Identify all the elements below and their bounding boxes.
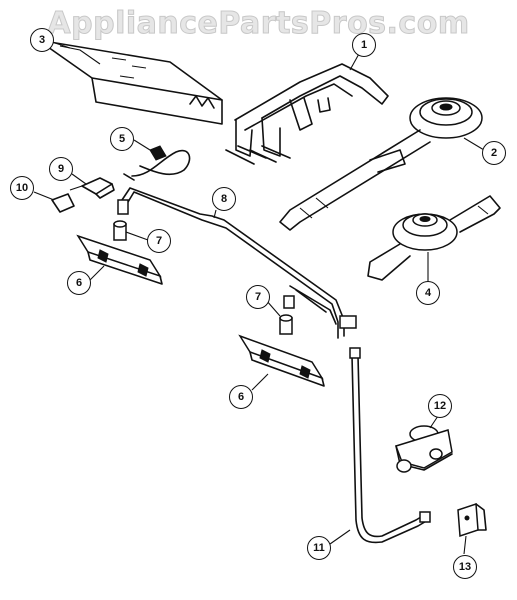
callout-1[interactable]: 1 <box>352 33 376 57</box>
callout-10[interactable]: 10 <box>10 176 34 200</box>
burner-bracket <box>37 39 223 125</box>
orifice-lower <box>279 314 293 335</box>
orifice-upper <box>113 220 127 241</box>
callout-7-lower[interactable]: 7 <box>246 285 270 309</box>
gas-line-tubing <box>117 187 357 339</box>
tube-fitting-mid <box>283 295 295 309</box>
callout-4[interactable]: 4 <box>416 281 440 305</box>
watermark-logo: AppliancePartsPros.com <box>47 6 470 42</box>
sensor-tube <box>123 145 191 181</box>
callout-6-lower[interactable]: 6 <box>229 385 253 409</box>
callout-3[interactable]: 3 <box>30 28 54 52</box>
callout-5[interactable]: 5 <box>110 127 134 151</box>
callout-8[interactable]: 8 <box>212 187 236 211</box>
valve-lower <box>238 334 325 387</box>
callout-11[interactable]: 11 <box>307 536 331 560</box>
callout-2[interactable]: 2 <box>482 141 506 165</box>
upper-burner <box>279 97 483 231</box>
callout-6-upper[interactable]: 6 <box>67 271 91 295</box>
leader-lines <box>33 41 485 555</box>
tube-fitting-right <box>339 315 357 329</box>
valve-upper <box>76 234 163 285</box>
callout-12[interactable]: 12 <box>428 394 452 418</box>
gas-tube-long <box>349 347 431 544</box>
igniter <box>69 177 115 199</box>
small-bracket <box>457 502 487 538</box>
callout-7-upper[interactable]: 7 <box>147 229 171 253</box>
lower-burner <box>367 195 501 281</box>
callout-13[interactable]: 13 <box>453 555 477 579</box>
pressure-regulator <box>395 425 453 473</box>
burner-tube-assembly <box>225 63 389 165</box>
tube-fitting-left <box>117 199 129 215</box>
callout-9[interactable]: 9 <box>49 157 73 181</box>
clip <box>51 193 75 213</box>
